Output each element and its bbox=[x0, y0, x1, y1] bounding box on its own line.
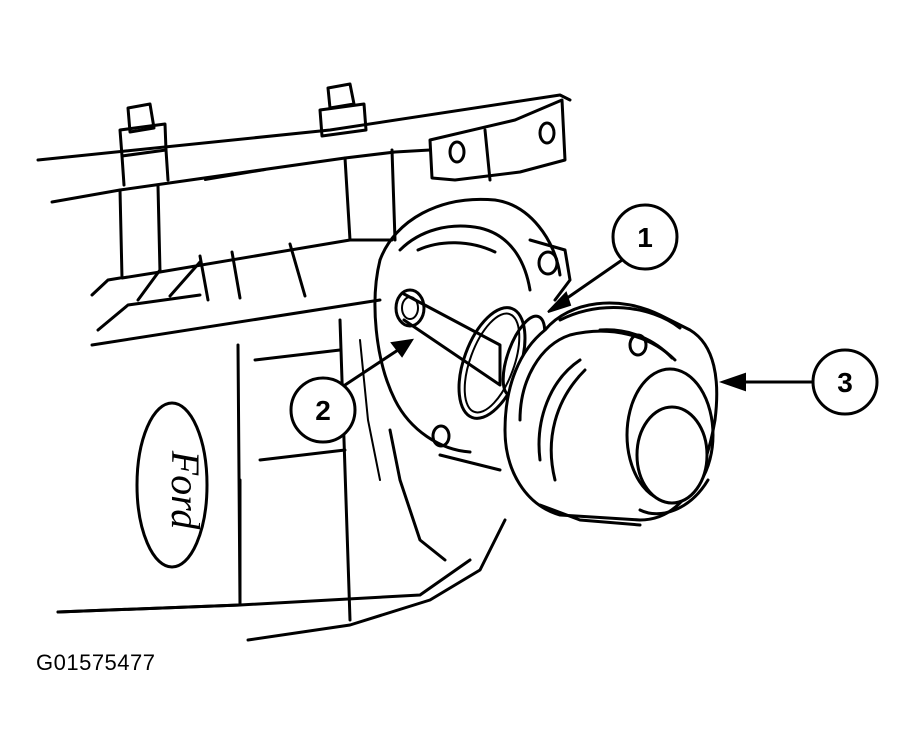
shaft bbox=[402, 292, 502, 387]
ford-logo: Ford bbox=[135, 401, 209, 569]
callout-2: 2 bbox=[289, 338, 414, 444]
pulley bbox=[503, 301, 719, 527]
lower-block bbox=[56, 318, 507, 642]
figure-id-label: G01575477 bbox=[36, 650, 156, 675]
ford-logo-text: Ford bbox=[163, 450, 208, 531]
callout-1: 1 bbox=[547, 203, 679, 313]
callout-3-label: 3 bbox=[837, 367, 853, 398]
pump-housing bbox=[373, 197, 572, 454]
upper-frame bbox=[36, 82, 572, 347]
callout-2-label: 2 bbox=[315, 395, 331, 426]
callout-1-label: 1 bbox=[637, 222, 653, 253]
callout-3: 3 bbox=[718, 348, 879, 416]
